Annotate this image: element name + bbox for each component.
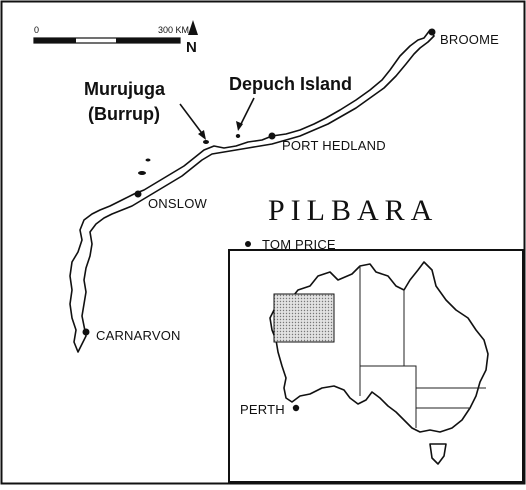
scale-bar: 0 300 KM	[33, 25, 189, 44]
scale-end-label: 300 KM	[158, 25, 189, 35]
perth-marker	[292, 404, 300, 412]
coastline	[69, 29, 435, 353]
depuch-arrowhead	[236, 121, 243, 131]
north-arrow-icon: N	[186, 20, 198, 56]
place-port-hedland: PORT HEDLAND	[268, 132, 386, 153]
murujuga-arrowhead	[198, 130, 206, 140]
place-carnarvon: CARNARVON	[82, 328, 181, 343]
tasmania-outline	[429, 443, 447, 465]
study-area-highlight	[273, 293, 335, 343]
tom-price-label: TOM PRICE	[262, 237, 336, 252]
depuch-label: Depuch Island	[229, 74, 352, 94]
carnarvon-marker	[82, 328, 90, 336]
broome-marker	[428, 28, 436, 36]
state-boundaries	[359, 266, 486, 428]
australia-outline	[269, 261, 489, 433]
port-hedland-label: PORT HEDLAND	[282, 138, 386, 153]
port-hedland-marker	[268, 132, 276, 140]
australia-inset: PERTH	[228, 249, 524, 483]
murujuga-sublabel: (Burrup)	[88, 104, 160, 124]
site-murujuga: Murujuga (Burrup)	[84, 79, 206, 140]
region-label: PILBARA	[268, 194, 438, 227]
murujuga-label: Murujuga	[84, 79, 166, 99]
onslow-marker	[134, 190, 142, 198]
murujuga-pointer	[179, 103, 205, 137]
carnarvon-label: CARNARVON	[96, 328, 181, 343]
north-label: N	[186, 39, 197, 56]
depuch-pointer	[239, 97, 255, 127]
perth-label: PERTH	[240, 402, 285, 417]
place-broome: BROOME	[428, 28, 499, 47]
place-onslow: ONSLOW	[134, 190, 208, 211]
tom-price-marker	[245, 241, 251, 247]
scale-start-label: 0	[34, 25, 39, 35]
site-depuch-island: Depuch Island	[229, 74, 352, 131]
islands	[138, 134, 241, 175]
onslow-label: ONSLOW	[148, 196, 208, 211]
broome-label: BROOME	[440, 32, 499, 47]
place-tom-price: TOM PRICE	[245, 237, 336, 252]
